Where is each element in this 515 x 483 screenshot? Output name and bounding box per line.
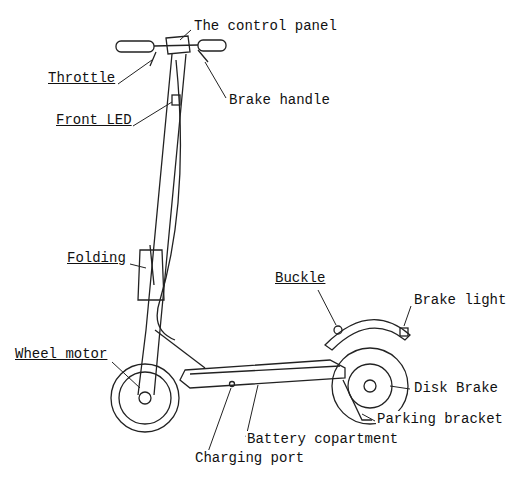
leader-line (118, 60, 152, 84)
leader-line (112, 362, 140, 388)
leader-line (208, 388, 231, 452)
leader-line (404, 306, 411, 326)
part-label: Disk Brake (413, 380, 499, 396)
leader-line (205, 62, 226, 98)
brake-lever (150, 50, 208, 66)
front-hub (119, 372, 171, 424)
brake-light (400, 328, 408, 336)
left-grip (116, 41, 154, 52)
leader-lines (112, 30, 411, 452)
leader-line (180, 30, 191, 40)
disk-brake (348, 364, 392, 408)
charging-port (230, 382, 235, 387)
stem (146, 54, 186, 330)
rear-axle (364, 380, 376, 392)
front-wheel (111, 364, 179, 432)
part-label: Parking bracket (376, 411, 504, 427)
part-label: Wheel motor (14, 346, 108, 362)
leader-line (318, 290, 336, 325)
deck-edge (190, 366, 340, 374)
part-label: Brake handle (228, 92, 331, 108)
deck (180, 360, 345, 388)
neck (155, 330, 205, 368)
part-label: Folding (66, 250, 127, 266)
fork (138, 330, 160, 395)
part-label: Throttle (47, 70, 116, 86)
part-label: Front LED (55, 112, 133, 128)
leader-line (362, 414, 375, 421)
part-label: Buckle (274, 270, 326, 286)
buckle (334, 326, 342, 334)
leader-line (130, 264, 146, 268)
part-label: Charging port (194, 450, 305, 466)
part-label: Brake light (413, 292, 507, 308)
leader-line (133, 102, 172, 126)
handlebar (154, 45, 198, 46)
leader-line (246, 385, 258, 437)
right-grip (198, 40, 226, 51)
part-label: Battery copartment (246, 431, 399, 447)
front-axle (139, 392, 151, 404)
brake-cable (157, 60, 180, 340)
parking-bracket (343, 380, 372, 420)
rear-fender (325, 320, 410, 350)
control-panel (166, 36, 190, 54)
part-label: The control panel (193, 18, 338, 34)
folding-lever (150, 245, 154, 285)
leader-line (390, 386, 410, 389)
